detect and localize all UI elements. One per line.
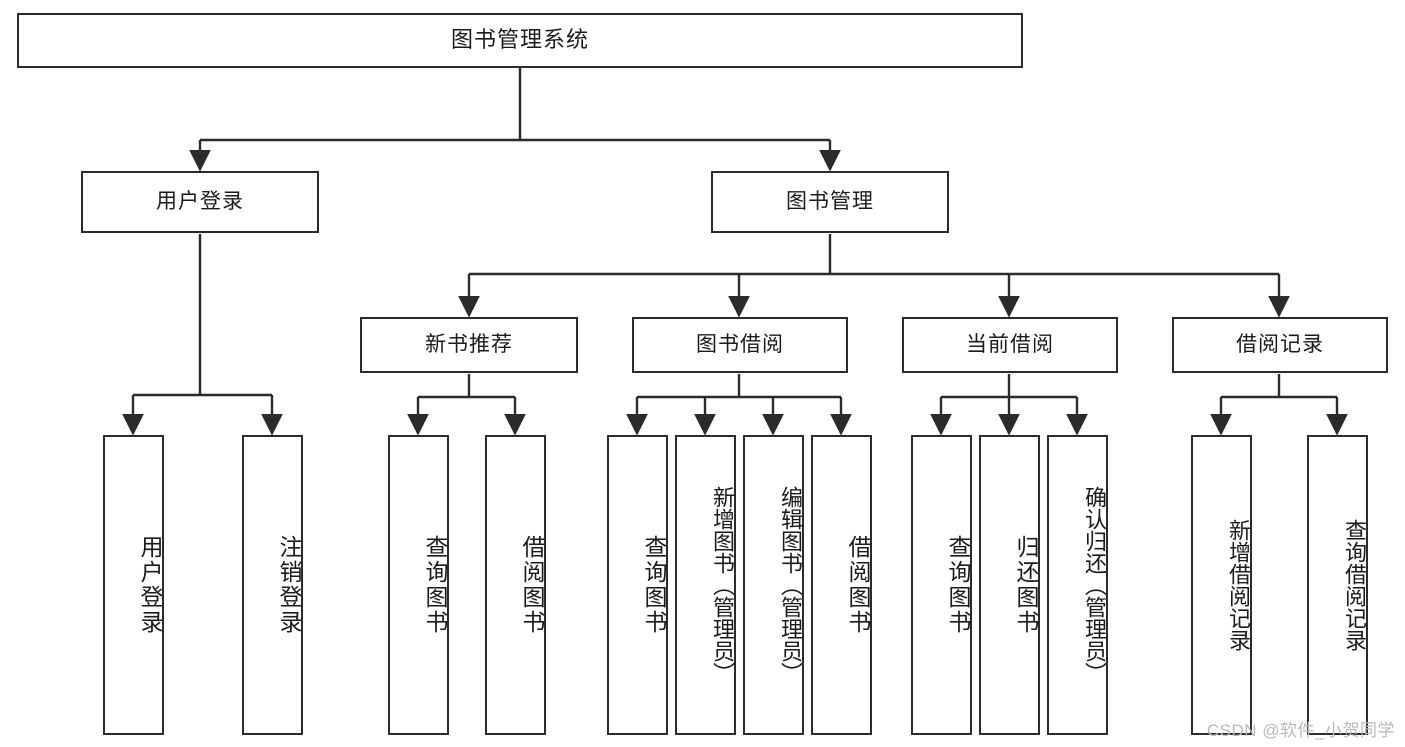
- leaf-current-query-book[interactable]: 查询图书: [911, 435, 972, 735]
- node-label: 归还图书: [1013, 535, 1039, 635]
- node-new-book-recommend[interactable]: 新书推荐: [360, 317, 578, 373]
- leaf-current-return-book[interactable]: 归还图书: [979, 435, 1040, 735]
- node-borrow-record[interactable]: 借阅记录: [1172, 317, 1388, 373]
- node-current-borrow[interactable]: 当前借阅: [902, 317, 1118, 373]
- node-label: 借阅记录: [1236, 333, 1324, 357]
- node-label: 查询图书: [422, 535, 448, 635]
- node-label: 新书推荐: [425, 333, 513, 357]
- leaf-current-confirm-return-admin[interactable]: 确认归还（管理员）: [1047, 435, 1108, 735]
- node-label: 图书借阅: [696, 333, 784, 357]
- node-label: 编辑图书（管理员）: [778, 486, 803, 684]
- node-label: 新增图书（管理员）: [710, 486, 735, 684]
- node-label: 查询借阅记录: [1342, 519, 1367, 651]
- leaf-borrow-query-book[interactable]: 查询图书: [607, 435, 668, 735]
- node-label: 用户登录: [156, 190, 244, 214]
- node-label: 查询图书: [641, 535, 667, 635]
- node-label: 注销登录: [276, 535, 302, 635]
- leaf-recommend-borrow-book[interactable]: 借阅图书: [485, 435, 546, 735]
- node-root-library-system[interactable]: 图书管理系统: [17, 13, 1023, 68]
- leaf-borrow-edit-book-admin[interactable]: 编辑图书（管理员）: [743, 435, 804, 735]
- leaf-borrow-add-book-admin[interactable]: 新增图书（管理员）: [675, 435, 736, 735]
- node-label: 当前借阅: [966, 333, 1054, 357]
- leaf-recommend-query-book[interactable]: 查询图书: [388, 435, 449, 735]
- node-book-borrow[interactable]: 图书借阅: [632, 317, 848, 373]
- leaf-record-add-borrow-record[interactable]: 新增借阅记录: [1191, 435, 1252, 735]
- node-label: 图书管理系统: [450, 27, 589, 53]
- node-label: 查询图书: [945, 535, 971, 635]
- leaf-borrow-borrow-book[interactable]: 借阅图书: [811, 435, 872, 735]
- leaf-record-query-borrow-record[interactable]: 查询借阅记录: [1307, 435, 1368, 735]
- leaf-user-login[interactable]: 用户登录: [103, 435, 164, 735]
- node-label: 用户登录: [137, 535, 163, 635]
- leaf-user-logout[interactable]: 注销登录: [242, 435, 303, 735]
- csdn-watermark: CSDN @软件_小贺同学: [1206, 721, 1395, 740]
- node-label: 确认归还（管理员）: [1082, 486, 1107, 684]
- node-label: 新增借阅记录: [1226, 519, 1251, 651]
- node-label: 图书管理: [786, 190, 874, 214]
- node-user-login[interactable]: 用户登录: [81, 171, 319, 233]
- node-label: 借阅图书: [519, 535, 545, 635]
- node-book-management[interactable]: 图书管理: [711, 171, 949, 233]
- node-label: 借阅图书: [845, 535, 871, 635]
